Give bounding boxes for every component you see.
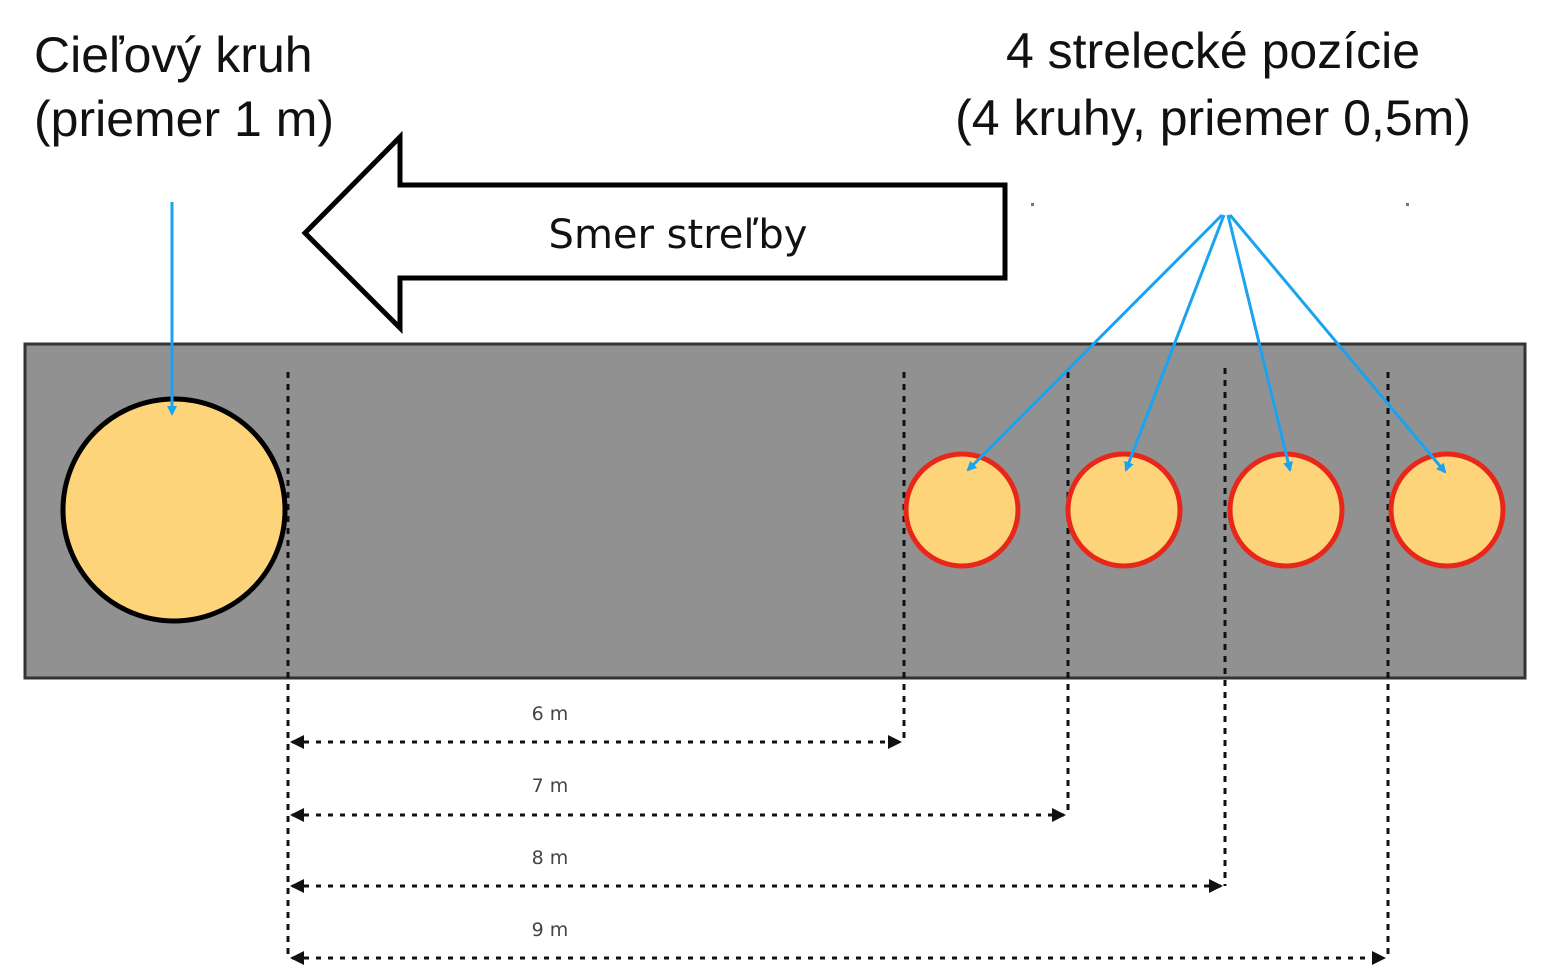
target-circle (60, 396, 288, 624)
speck-right (1406, 203, 1409, 206)
pointer-position-2 (1124, 214, 1226, 472)
dimension-label-6m: 6 m (532, 703, 569, 725)
positions-label-line1: 4 strelecké pozície (1006, 23, 1420, 79)
target-label-line1: Cieľový kruh (34, 27, 313, 83)
position-circle-1 (903, 451, 1021, 569)
position-circle-4 (1388, 451, 1506, 569)
speck-left (1031, 203, 1034, 206)
dimension-label-7m: 7 m (532, 775, 569, 797)
reference-lines (286, 368, 1390, 960)
pointer-position-3 (1226, 214, 1293, 472)
dimension-label-9m: 9 m (532, 919, 569, 941)
dimension-label-8m: 8 m (532, 847, 569, 869)
direction-arrow-shape (301, 130, 1008, 335)
positions-label-line2: (4 kruhy, priemer 0,5m) (955, 90, 1471, 146)
pointer-lines (167, 202, 1447, 474)
direction-label: Smer streľby (549, 212, 808, 258)
pointer-position-4 (1228, 214, 1447, 474)
position-circle-3 (1227, 451, 1345, 569)
pointer-position-1 (966, 213, 1224, 472)
target-label-line2: (priemer 1 m) (34, 91, 334, 147)
shooting-positions (903, 451, 1506, 569)
position-circle-2 (1065, 451, 1183, 569)
dimension-lines (290, 735, 1386, 965)
